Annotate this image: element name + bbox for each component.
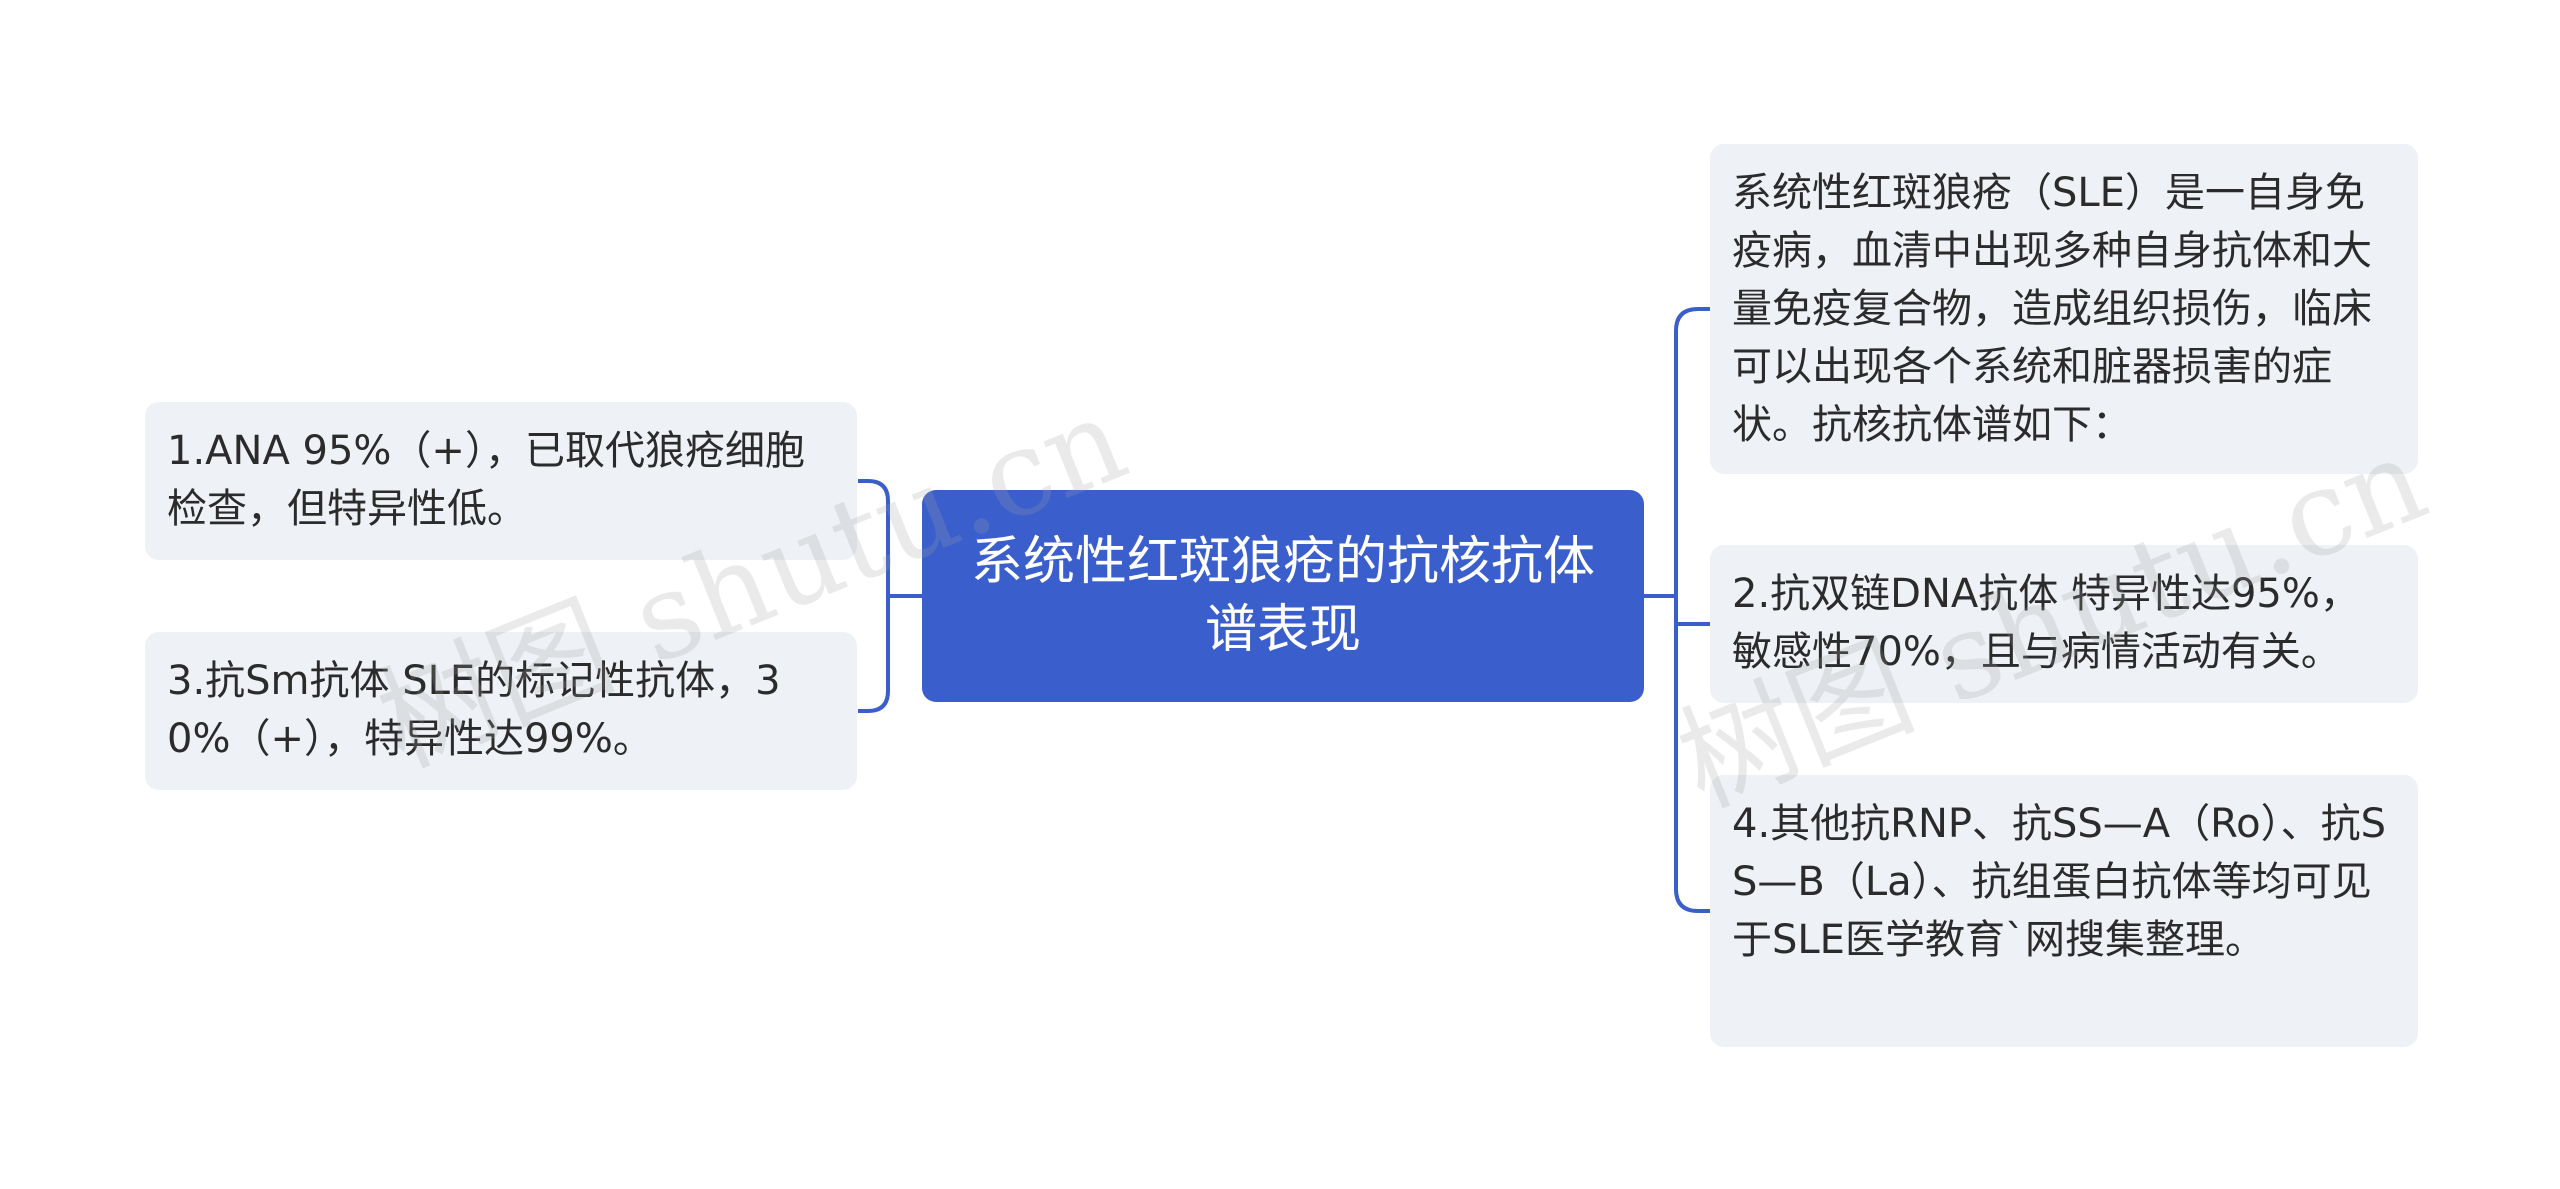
left-node-anti-sm[interactable]: 3.抗Sm抗体 SLE的标记性抗体，30%（+），特异性达99%。 [145,632,857,790]
right-node-other-antibodies[interactable]: 4.其他抗RNP、抗SS—A（Ro）、抗SS—B（La）、抗组蛋白抗体等均可见于… [1710,775,2418,1047]
node-text: 1.ANA 95%（+），已取代狼疮细胞检查，但特异性低。 [167,428,805,532]
node-text: 3.抗Sm抗体 SLE的标记性抗体，30%（+），特异性达99%。 [167,658,781,762]
connector-right-bracket [1674,307,1710,913]
connector-left-bracket [858,479,890,713]
left-node-ana[interactable]: 1.ANA 95%（+），已取代狼疮细胞检查，但特异性低。 [145,402,857,560]
node-text: 4.其他抗RNP、抗SS—A（Ro）、抗SS—B（La）、抗组蛋白抗体等均可见于… [1732,801,2387,963]
central-topic-title: 系统性红斑狼疮的抗核抗体谱表现 [970,532,1595,660]
node-text: 2.抗双链DNA抗体 特异性达95%，敏感性70%，且与病情活动有关。 [1732,571,2360,675]
right-node-intro[interactable]: 系统性红斑狼疮（SLE）是一自身免疫病，血清中出现多种自身抗体和大量免疫复合物，… [1710,144,2418,474]
node-text: 系统性红斑狼疮（SLE）是一自身免疫病，血清中出现多种自身抗体和大量免疫复合物，… [1732,170,2372,448]
central-topic[interactable]: 系统性红斑狼疮的抗核抗体谱表现 [922,490,1644,702]
right-node-anti-dsdna[interactable]: 2.抗双链DNA抗体 特异性达95%，敏感性70%，且与病情活动有关。 [1710,545,2418,703]
